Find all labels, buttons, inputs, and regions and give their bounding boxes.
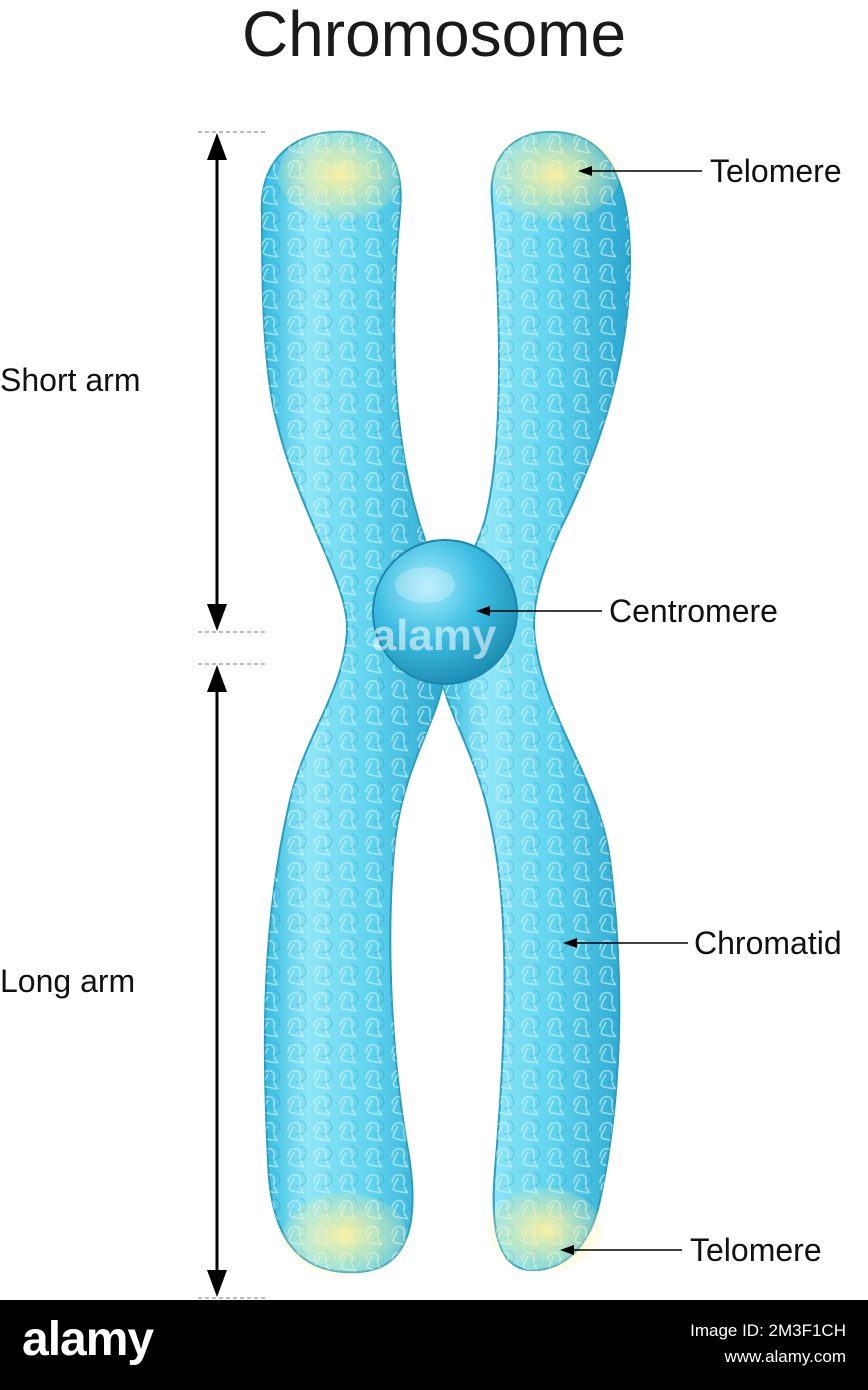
image-id: Image ID: 2M3F1CH: [690, 1321, 846, 1340]
long-arm-arrow: [207, 665, 227, 1297]
right-chromatid: [438, 130, 632, 1272]
short-arm-arrow: [207, 133, 227, 631]
telomere-top-right: [490, 130, 620, 220]
footer-image-info: Image ID: 2M3F1CH www.alamy.com: [690, 1318, 846, 1370]
telomere-bottom-left: [283, 1193, 407, 1277]
label-chromatid: Chromatid: [694, 925, 842, 961]
telomere-bottom-right: [487, 1188, 603, 1272]
label-telomere-top: Telomere: [710, 153, 842, 189]
label-long-arm: Long arm: [0, 963, 136, 999]
leader-centromere: [476, 606, 602, 616]
left-chromatid: [260, 130, 447, 1277]
label-short-arm: Short arm: [0, 362, 141, 398]
leader-telomere-bottom: [560, 1245, 682, 1255]
chromosome-diagram: alamy: [198, 130, 702, 1299]
footer-logo: alamy: [22, 1313, 154, 1366]
watermark: alamy: [372, 611, 497, 660]
footer-bar: alamy Image ID: 2M3F1CH www.alamy.com: [0, 1300, 868, 1390]
guide-ticks: [198, 131, 266, 1299]
label-telomere-bottom: Telomere: [690, 1232, 822, 1268]
leader-telomere-top: [578, 166, 702, 176]
site-url: www.alamy.com: [724, 1347, 846, 1366]
centromere: [372, 539, 518, 685]
diagram-title: Chromosome: [241, 0, 627, 70]
label-centromere: Centromere: [609, 593, 778, 629]
leader-chromatid: [563, 938, 688, 948]
telomere-top-left: [278, 130, 402, 220]
